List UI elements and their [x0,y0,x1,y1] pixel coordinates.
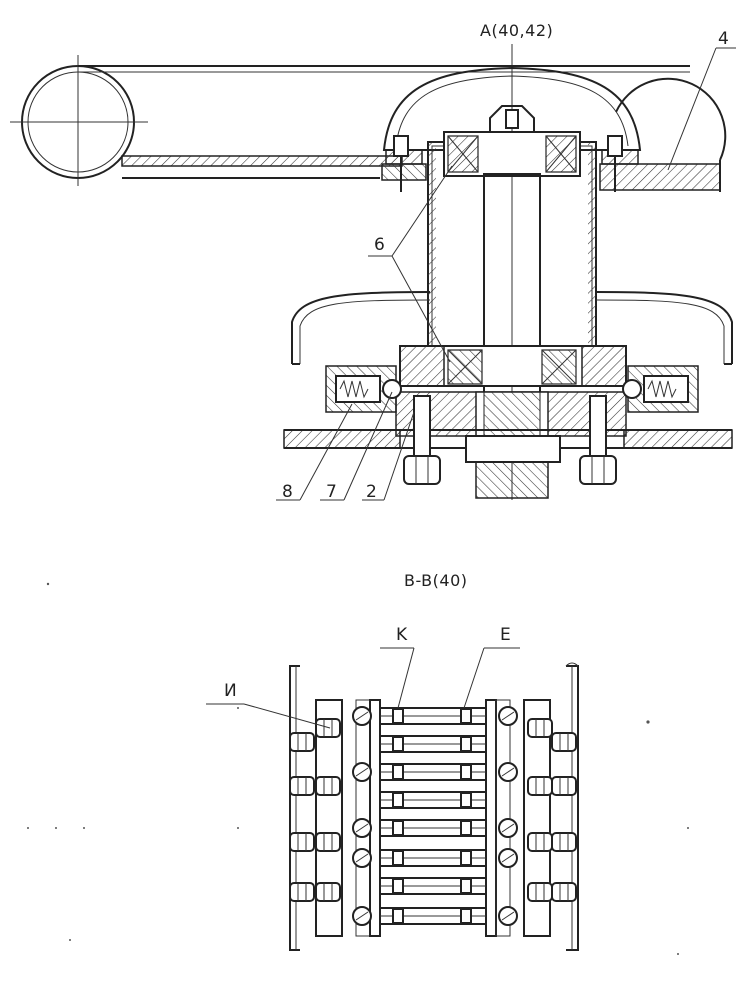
right-seal [622,365,699,413]
callouts-view-a: 4 6 8 7 2 [276,29,736,502]
callouts-view-b: K E И [206,625,520,729]
callout-e: E [500,625,511,645]
bolt-left [403,395,441,485]
callout-i: И [224,681,237,701]
rod-rows [289,706,577,926]
callout-8: 8 [282,482,293,502]
view-a: A(40,42) [10,21,736,502]
callout-6: 6 [374,235,385,255]
bolt-right [579,395,617,485]
view-b-title: B-B(40) [404,571,468,590]
left-seal [325,365,402,413]
callout-4: 4 [718,29,729,49]
callout-k: K [396,625,408,645]
scan-specks [27,582,689,955]
callout-2: 2 [366,482,377,502]
callout-7: 7 [326,482,337,502]
view-b: B-B(40) [206,571,579,951]
view-a-title: A(40,42) [480,21,553,40]
